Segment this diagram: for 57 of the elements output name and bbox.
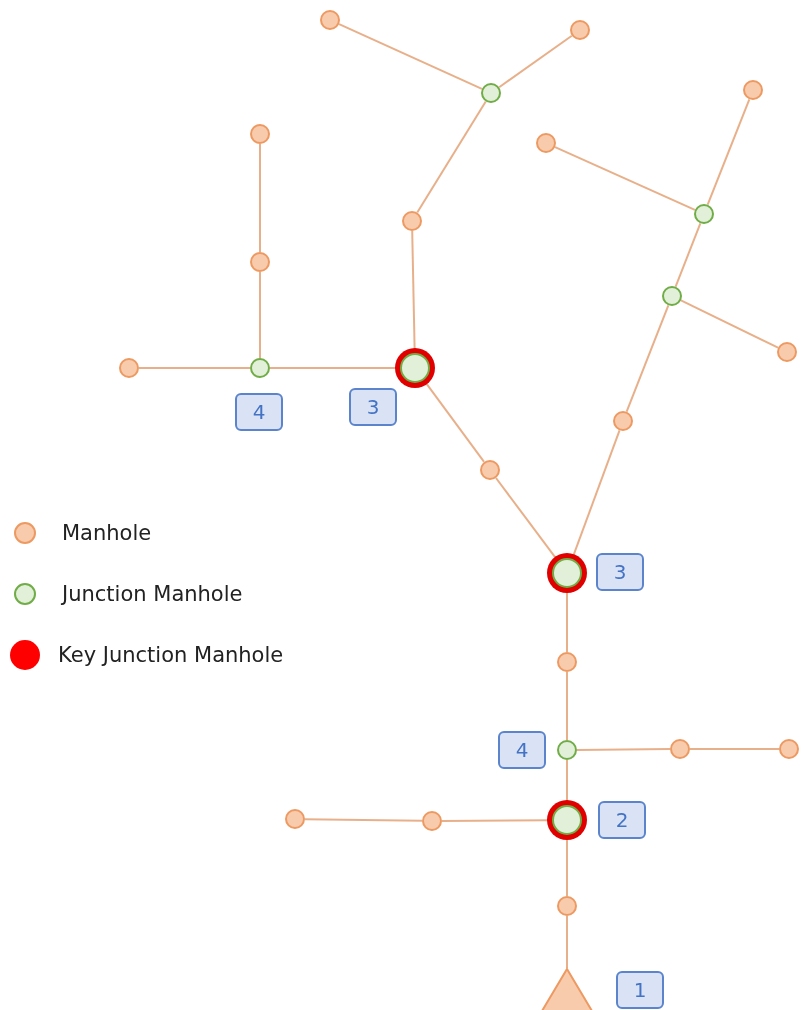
junction-circle bbox=[557, 740, 577, 760]
outlet-triangle bbox=[541, 968, 593, 1010]
number-tag: 2 bbox=[598, 801, 646, 839]
pipe-line bbox=[566, 759, 568, 802]
manhole-circle bbox=[402, 211, 422, 231]
manhole-circle bbox=[743, 80, 763, 100]
manhole-circle bbox=[422, 811, 442, 831]
manhole-circle bbox=[320, 10, 340, 30]
pipe-line bbox=[566, 838, 568, 897]
pipe-line bbox=[498, 34, 573, 89]
pipe-line bbox=[566, 591, 568, 653]
legend-label: Key Junction Manhole bbox=[58, 643, 284, 667]
manhole-circle bbox=[557, 896, 577, 916]
pipe-line bbox=[338, 23, 483, 90]
number-tag: 1 bbox=[616, 971, 664, 1009]
pipe-line bbox=[269, 367, 397, 369]
manhole-circle bbox=[779, 739, 799, 759]
pipe-line bbox=[572, 429, 621, 557]
manhole-circle bbox=[777, 342, 797, 362]
number-tag: 3 bbox=[596, 553, 644, 591]
pipe-line bbox=[674, 222, 702, 288]
pipe-line bbox=[259, 271, 261, 359]
manhole-circle bbox=[557, 652, 577, 672]
junction-circle bbox=[481, 83, 501, 103]
pipe-line bbox=[706, 98, 751, 206]
pipe-line bbox=[304, 818, 423, 822]
pipe-line bbox=[689, 748, 780, 750]
pipe-line bbox=[576, 748, 671, 751]
pipe-line bbox=[411, 230, 416, 350]
pipe-line bbox=[554, 146, 696, 211]
manhole-circle bbox=[119, 358, 139, 378]
pipe-line bbox=[625, 304, 670, 413]
pipe-line bbox=[495, 477, 557, 559]
junction-circle bbox=[694, 204, 714, 224]
pipe-line bbox=[441, 819, 549, 822]
pipe-line bbox=[416, 100, 487, 214]
manhole-circle bbox=[670, 739, 690, 759]
pipe-line bbox=[566, 915, 568, 969]
pipe-line bbox=[259, 143, 261, 253]
junction-circle bbox=[250, 358, 270, 378]
legend-label: Junction Manhole bbox=[62, 582, 243, 606]
number-tag: 4 bbox=[498, 731, 546, 769]
pipe-line bbox=[425, 382, 486, 463]
number-tag: 4 bbox=[235, 393, 283, 431]
pipe-line bbox=[566, 671, 568, 741]
manhole-circle bbox=[285, 809, 305, 829]
manhole-circle bbox=[536, 133, 556, 153]
manhole-circle bbox=[250, 252, 270, 272]
manhole-circle bbox=[250, 124, 270, 144]
junction-circle bbox=[662, 286, 682, 306]
pipe-line bbox=[138, 367, 251, 369]
pipe-line bbox=[680, 299, 779, 349]
legend-label: Manhole bbox=[62, 521, 152, 545]
manhole-circle bbox=[480, 460, 500, 480]
manhole-circle bbox=[570, 20, 590, 40]
manhole-circle bbox=[613, 411, 633, 431]
number-tag: 3 bbox=[349, 388, 397, 426]
